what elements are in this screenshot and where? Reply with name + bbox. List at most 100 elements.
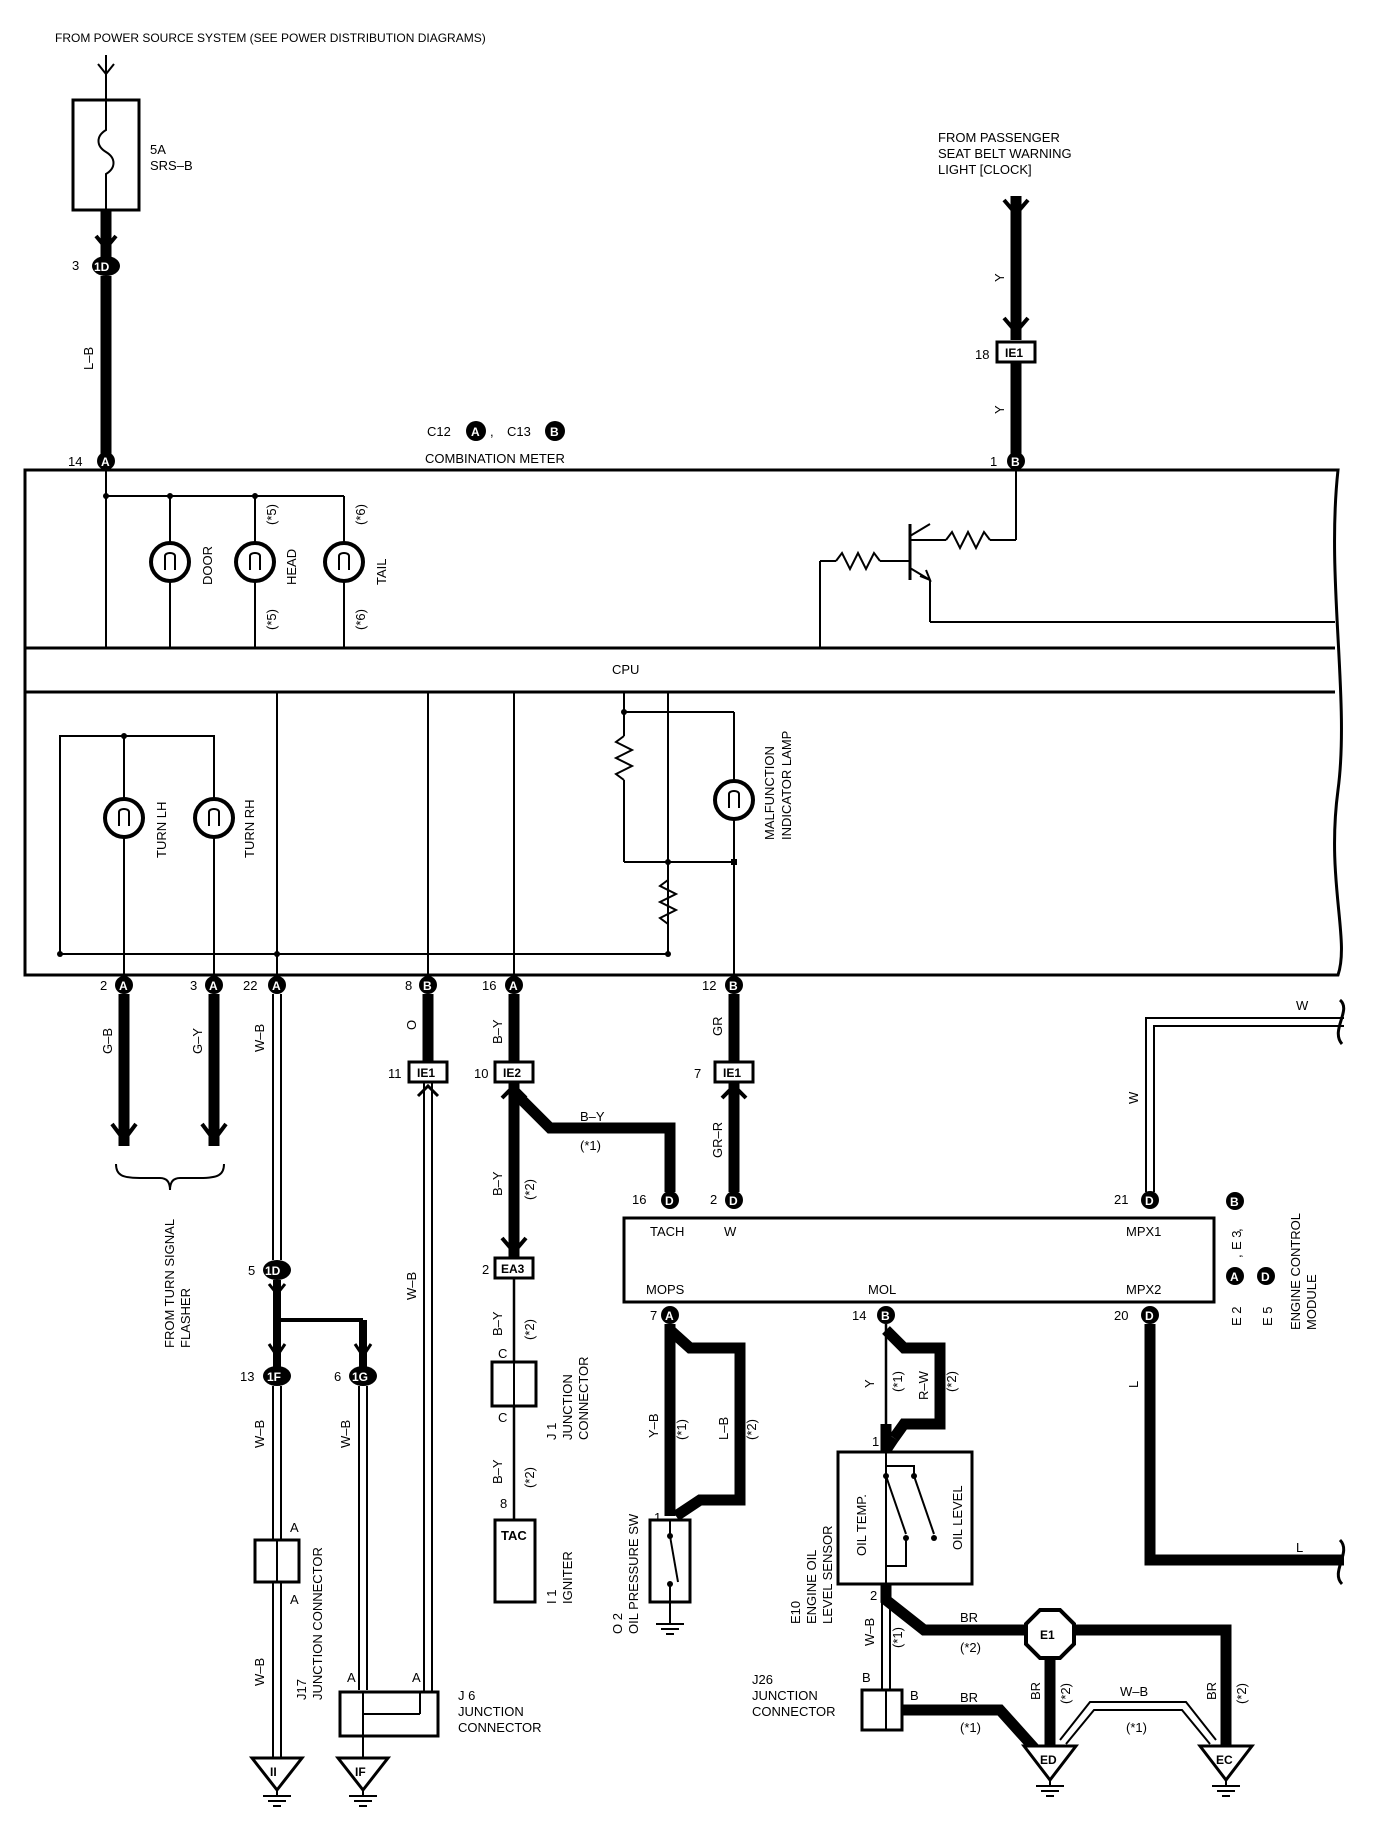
svg-text:D: D — [729, 1194, 738, 1208]
svg-text:3: 3 — [190, 978, 197, 993]
passenger-label-2: SEAT BELT WARNING — [938, 146, 1072, 161]
j6-label-2: JUNCTION — [458, 1704, 524, 1719]
svg-text:A: A — [509, 979, 518, 993]
svg-text:MPX1: MPX1 — [1126, 1224, 1161, 1239]
svg-text:2: 2 — [710, 1192, 717, 1207]
wire-lb: L–B — [81, 347, 96, 370]
svg-text:C: C — [498, 1410, 507, 1425]
svg-text:R–W: R–W — [916, 1370, 931, 1400]
svg-text:MPX2: MPX2 — [1126, 1282, 1161, 1297]
svg-text:GR: GR — [710, 1017, 725, 1037]
svg-text:(*6): (*6) — [353, 504, 368, 525]
svg-text:2: 2 — [870, 1588, 877, 1603]
svg-text:(*1): (*1) — [674, 1419, 689, 1440]
svg-text:W–B: W–B — [252, 1024, 267, 1052]
svg-text:B: B — [729, 979, 738, 993]
meter-bottom-pins: 2 A 3 A 22 A 8 B 16 A 12 B — [100, 976, 743, 994]
svg-text:(*2): (*2) — [1234, 1683, 1249, 1704]
svg-text:12: 12 — [702, 978, 716, 993]
svg-text:1F: 1F — [267, 1370, 281, 1384]
svg-text:8: 8 — [405, 978, 412, 993]
svg-text:Y: Y — [992, 405, 1007, 414]
svg-text:E 3: E 3 — [1229, 1230, 1244, 1250]
flasher-brace — [115, 1163, 225, 1191]
j26-label-3: CONNECTOR — [752, 1704, 836, 1719]
svg-text:A: A — [471, 425, 480, 439]
svg-text:L: L — [1296, 1540, 1303, 1555]
e10-label-2: ENGINE OIL — [804, 1550, 819, 1624]
svg-text:W: W — [724, 1224, 737, 1239]
svg-text:MOL: MOL — [868, 1282, 896, 1297]
combination-meter-body: CPU DOOR (*5) HEAD (*5) (*6) TAIL (*6) — [23, 468, 1343, 977]
svg-text:A: A — [1230, 1270, 1239, 1284]
svg-text:IE1: IE1 — [417, 1066, 435, 1080]
svg-text:1: 1 — [872, 1434, 879, 1449]
svg-text:14: 14 — [68, 454, 82, 469]
svg-text:MOPS: MOPS — [646, 1282, 685, 1297]
passenger-label-3: LIGHT [CLOCK] — [938, 162, 1032, 177]
e10-label-1: E10 — [788, 1601, 803, 1624]
svg-text:W: W — [1126, 1091, 1141, 1104]
svg-text:D: D — [1145, 1309, 1154, 1323]
svg-text:20: 20 — [1114, 1308, 1128, 1323]
svg-text:(*1): (*1) — [890, 1627, 905, 1648]
meter-title: C12 A , C13 B COMBINATION METER — [425, 421, 565, 466]
svg-text:6: 6 — [334, 1369, 341, 1384]
svg-text:8: 8 — [500, 1496, 507, 1511]
ecm-label-1: ENGINE CONTROL — [1288, 1213, 1303, 1330]
svg-text:BR: BR — [1204, 1682, 1219, 1700]
svg-text:A: A — [101, 455, 110, 469]
svg-text:E 5: E 5 — [1260, 1306, 1275, 1326]
svg-text:(*2): (*2) — [744, 1419, 759, 1440]
svg-text:W–B: W–B — [862, 1618, 877, 1646]
turn-rh-label: TURN RH — [242, 800, 257, 859]
svg-text:B: B — [1230, 1195, 1239, 1209]
svg-text:2: 2 — [482, 1262, 489, 1277]
svg-text:B: B — [423, 979, 432, 993]
svg-text:B: B — [881, 1309, 890, 1323]
svg-text:B–Y: B–Y — [490, 1171, 505, 1196]
j17-label-2: JUNCTION CONNECTOR — [310, 1547, 325, 1700]
svg-text:(*1): (*1) — [1126, 1720, 1147, 1735]
svg-text:22: 22 — [243, 978, 257, 993]
svg-text:(*2): (*2) — [522, 1319, 537, 1340]
svg-text:B–Y: B–Y — [490, 1019, 505, 1044]
svg-text:W–B: W–B — [1120, 1684, 1148, 1699]
fuse-srs-b: 5A SRS–B — [71, 55, 193, 212]
door-lamp-label: DOOR — [200, 546, 215, 585]
svg-text:3: 3 — [72, 258, 79, 273]
conn-ie1-top: 18 IE1 — [975, 340, 1037, 364]
tac-label: TAC — [501, 1528, 527, 1543]
mil-label-1: MALFUNCTION — [762, 746, 777, 840]
svg-text:(*2): (*2) — [522, 1179, 537, 1200]
svg-text:B: B — [862, 1670, 871, 1685]
ground-ed: ED — [1040, 1753, 1057, 1767]
svg-text:A: A — [119, 979, 128, 993]
svg-text:Y: Y — [862, 1379, 877, 1388]
svg-text:11: 11 — [388, 1066, 402, 1081]
j6-label-3: CONNECTOR — [458, 1720, 542, 1735]
svg-text:1: 1 — [990, 454, 997, 469]
svg-text:(*1): (*1) — [890, 1371, 905, 1392]
svg-text:L: L — [1126, 1381, 1141, 1388]
svg-text:B–Y: B–Y — [490, 1459, 505, 1484]
svg-text:G–B: G–B — [100, 1028, 115, 1054]
svg-text:(*2): (*2) — [1058, 1683, 1073, 1704]
svg-text:W–B: W–B — [252, 1420, 267, 1448]
svg-text:A: A — [272, 979, 281, 993]
tail-lamp-label: TAIL — [374, 559, 389, 586]
svg-text:B–Y: B–Y — [580, 1109, 605, 1124]
svg-text:16: 16 — [482, 978, 496, 993]
svg-text:L–B: L–B — [716, 1417, 731, 1440]
svg-text:14: 14 — [852, 1308, 866, 1323]
svg-text:7: 7 — [650, 1308, 657, 1323]
svg-text:(*2): (*2) — [944, 1371, 959, 1392]
oil-temp-label: OIL TEMP. — [854, 1494, 869, 1556]
flasher-label-1: FROM TURN SIGNAL — [162, 1219, 177, 1348]
svg-text:BR: BR — [960, 1690, 978, 1705]
j1-label-2: JUNCTION — [560, 1374, 575, 1440]
head-lamp-label: HEAD — [284, 549, 299, 585]
svg-text:W–B: W–B — [338, 1420, 353, 1448]
svg-text:GR–R: GR–R — [710, 1122, 725, 1158]
wb-harness: W–B 5 1D 13 1F 6 1G W–B A A W–B J17 JUNC… — [240, 994, 542, 1807]
